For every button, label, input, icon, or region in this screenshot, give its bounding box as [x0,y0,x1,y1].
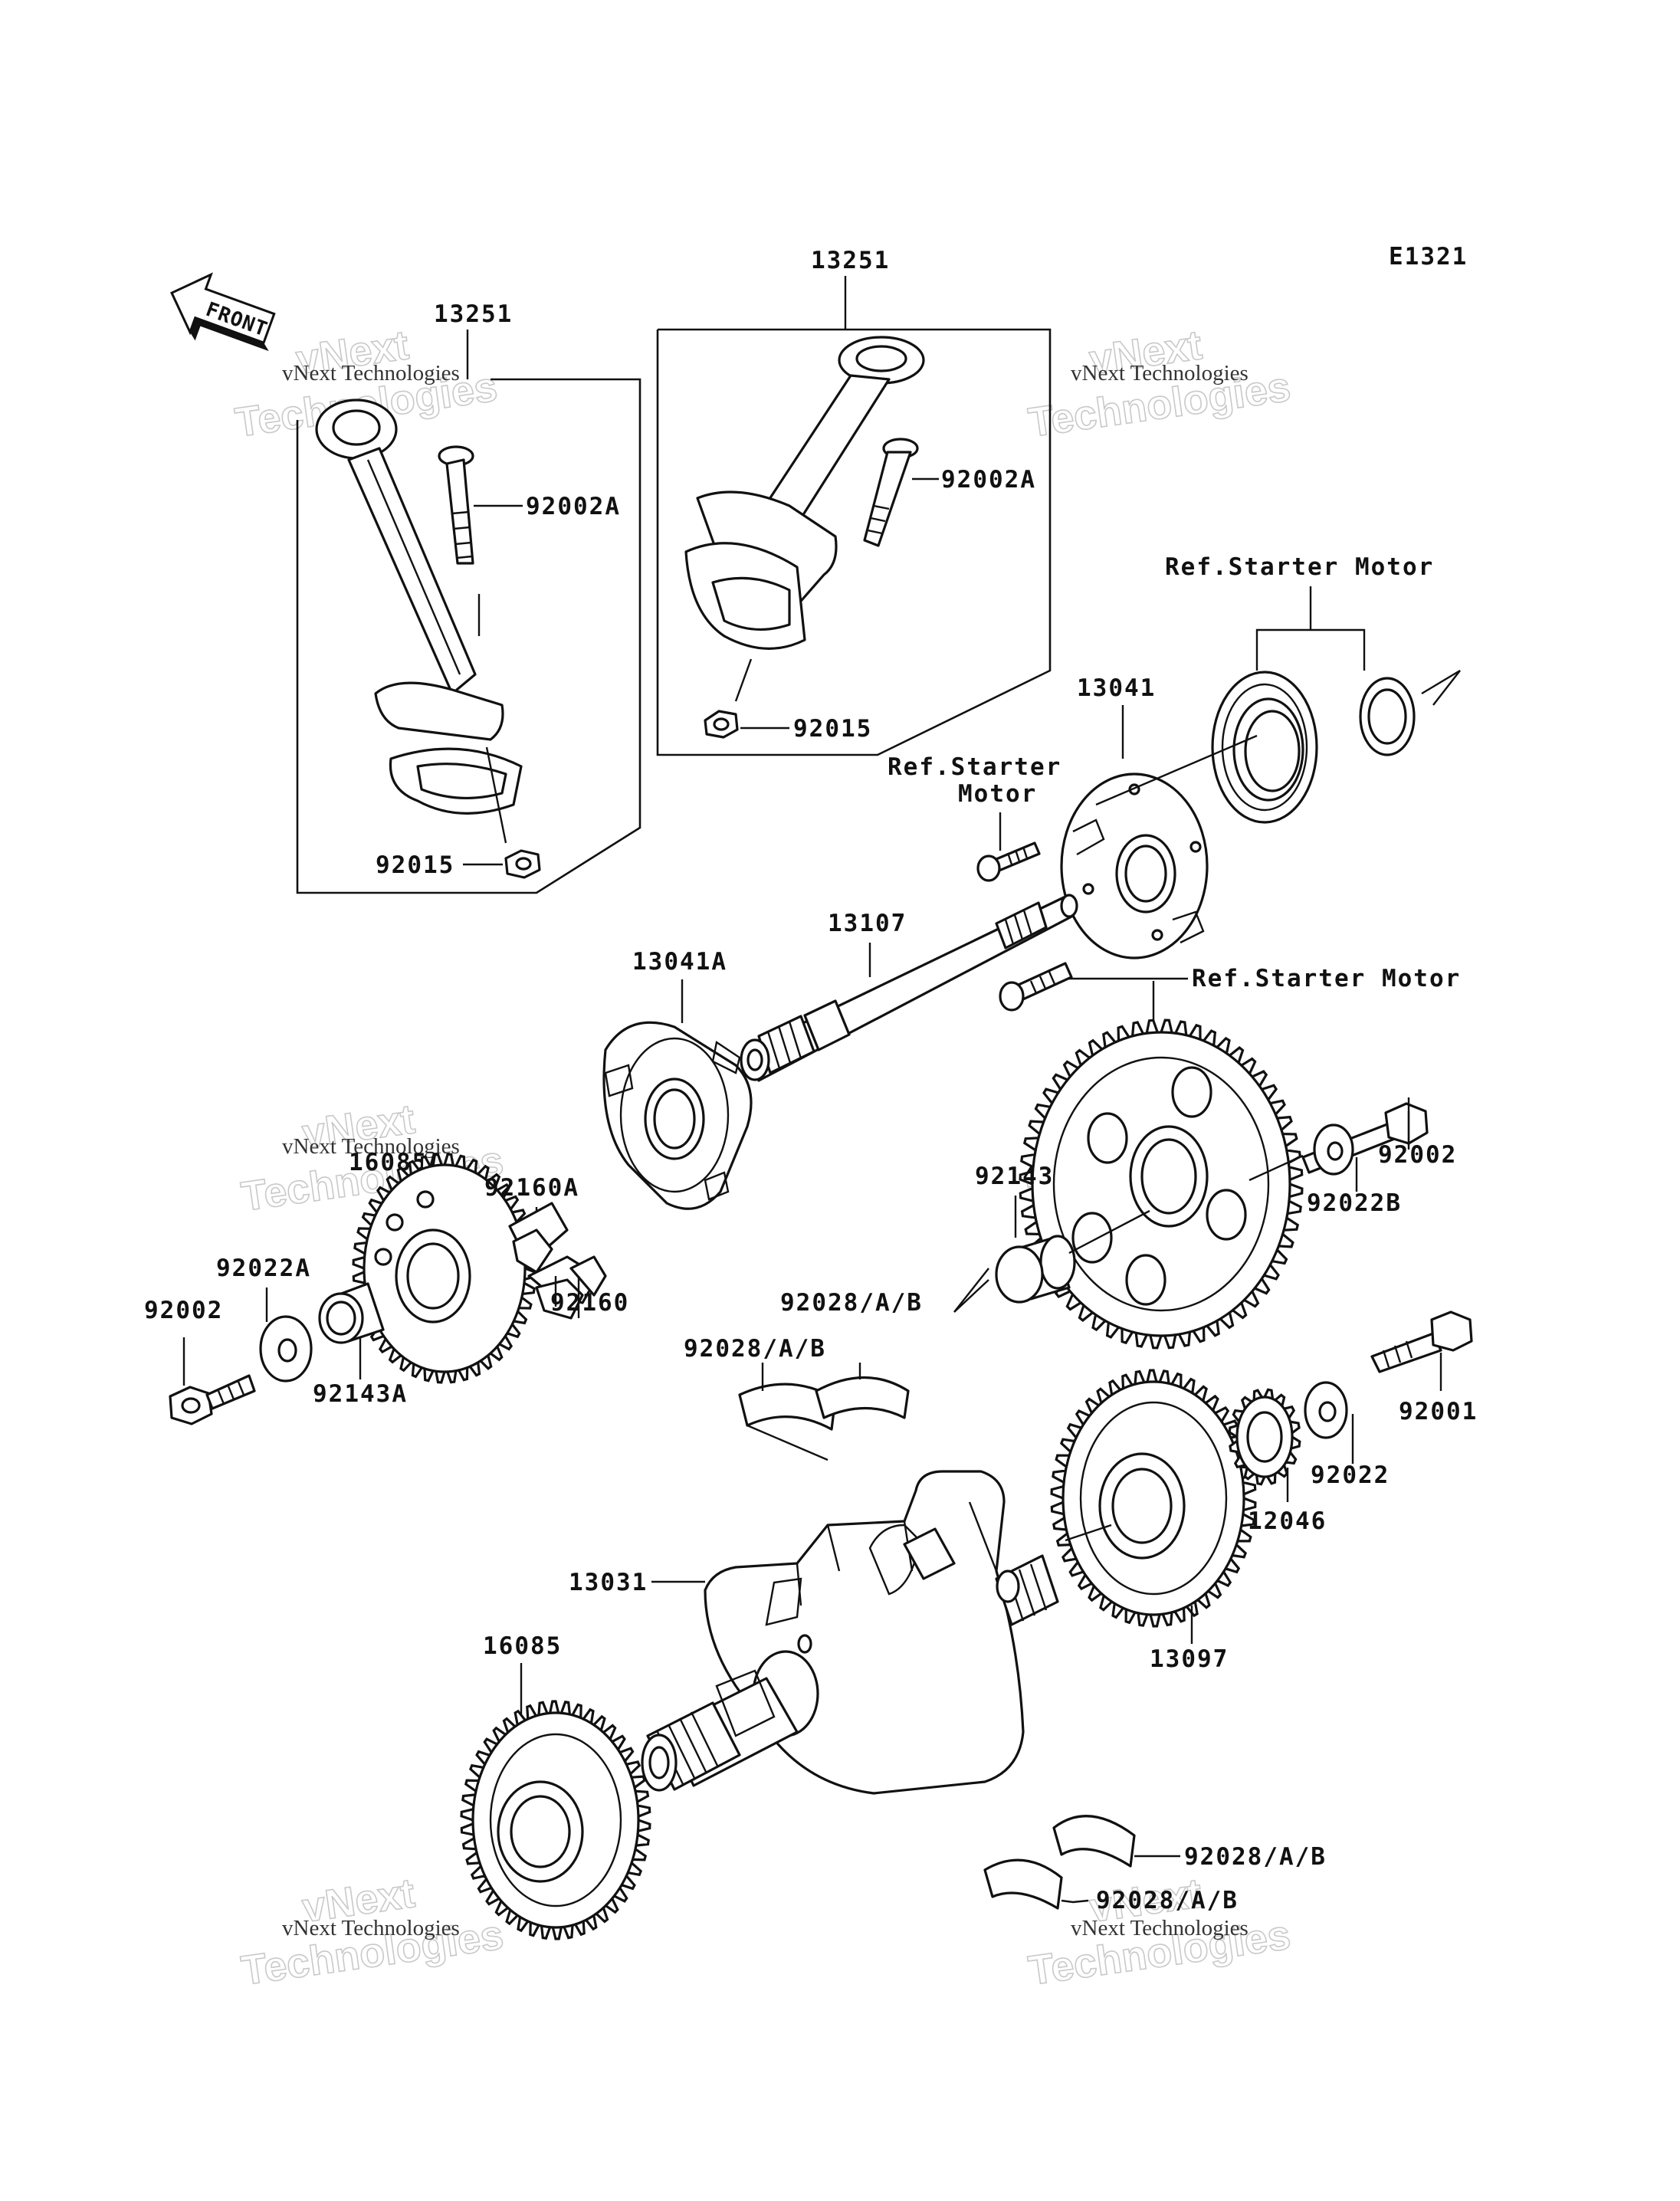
bolt-92002-left [169,1374,256,1425]
bearing-shell-lower-right [1052,1815,1136,1868]
label-92143A: 92143A [313,1380,408,1408]
label-13107: 13107 [828,910,907,937]
label-13041: 13041 [1077,674,1156,702]
right-group-frame [656,328,1052,756]
crankshaft [641,1470,1059,1795]
bearing-shell-upper-right [815,1376,910,1419]
label-ref-starter-mid-2: Motor [958,780,1037,808]
rod-bolt-right [863,438,919,547]
collar-92143 [995,1235,1076,1304]
watermark-caption: vNext Technologies [282,361,460,385]
rod-nut-right [704,710,739,739]
label-92015-right: 92015 [793,715,872,743]
gear-12046 [1228,1388,1301,1486]
starter-driven-gear-group: 92002 92022B 92143 92028/A/B [780,981,1457,1350]
label-92022A: 92022A [216,1255,311,1282]
front-arrow-icon: FRONT [170,272,276,352]
starter-driven-gear [1019,1018,1304,1350]
left-group-frame [296,378,641,894]
washer-92022B [1313,1123,1354,1176]
right-connecting-rod-group: 13251 92002A 92015 [656,247,1052,756]
label-16085: 16085 [483,1632,562,1660]
label-92001: 92001 [1399,1398,1478,1425]
watermark-caption: vNext Technologies [282,1916,460,1940]
rod-nut-left [504,849,541,879]
crankshaft-group: 92028/A/B 13031 [569,1335,1059,1795]
label-92002-left: 92002 [144,1297,223,1324]
balancer-gear-group: 13097 12046 92022 92001 [1050,1310,1478,1673]
watermark-caption: vNext Technologies [1071,1916,1249,1940]
connecting-rod-left [315,399,523,815]
watermark-caption: vNext Technologies [282,1134,460,1159]
gear-13097 [1050,1369,1257,1628]
collar-92143A [318,1282,385,1344]
label-92022B: 92022B [1307,1189,1402,1217]
starter-coupling-a [602,1021,753,1210]
label-13097: 13097 [1150,1645,1229,1673]
left-connecting-rod-group: 13251 92002A 92015 [296,300,641,894]
connecting-rod-right [684,336,925,650]
bolt-92001 [1370,1310,1473,1373]
starter-clutch-coupling [1060,772,1209,959]
label-ref-starter-motor-right: Ref.Starter Motor [1192,965,1461,992]
label-92002A-left: 92002A [526,493,621,520]
label-92022: 92022 [1311,1461,1390,1489]
label-92015-left: 92015 [376,851,454,879]
label-92028AB-3: 92028/A/B [1184,1843,1327,1871]
washer-92022A [259,1315,313,1383]
label-92028AB-4: 92028/A/B [1096,1887,1239,1914]
gear-16085 [460,1700,651,1940]
rod-bolt-left [438,445,474,565]
label-92002A-right: 92002A [941,466,1036,494]
starter-clutch-washer [1359,677,1416,756]
diagram-code: E1321 [1389,243,1468,271]
starter-clutch-group: Ref.Starter Motor 13041 [602,553,1461,1210]
label-ref-starter-motor-top: Ref.Starter Motor [1165,553,1434,581]
bearing-shell-lower-left [983,1858,1063,1910]
starter-bolt-lower [999,962,1073,1012]
label-92028AB-2: 92028/A/B [684,1335,826,1363]
label-12046: 12046 [1248,1507,1327,1535]
label-92160A: 92160A [484,1174,579,1202]
lower-bearing-group: 92028/A/B 92028/A/B [983,1815,1327,1914]
label-92002-right: 92002 [1378,1141,1457,1169]
label-92143: 92143 [975,1163,1054,1190]
label-92028AB-1: 92028/A/B [780,1289,923,1317]
primary-gear-group: 16085 [460,1632,651,1940]
label-13251-right: 13251 [811,247,890,274]
gear-assy-a-group: 16085A 92160A 92160 [144,1149,629,1425]
gear-16085A [352,1153,537,1384]
starter-bolt-upper [976,841,1041,882]
damper-rubber [508,1202,607,1320]
washer-92022 [1304,1381,1348,1439]
label-13251-left: 13251 [434,300,513,328]
watermark-caption: vNext Technologies [1071,361,1249,385]
label-13041A: 13041A [632,948,727,976]
label-13031: 13031 [569,1569,648,1596]
label-92160: 92160 [550,1289,629,1317]
label-ref-starter-mid-1: Ref.Starter [888,753,1061,781]
starter-one-way-clutch [1211,671,1318,824]
starter-clutch-shaft [740,894,1078,1082]
